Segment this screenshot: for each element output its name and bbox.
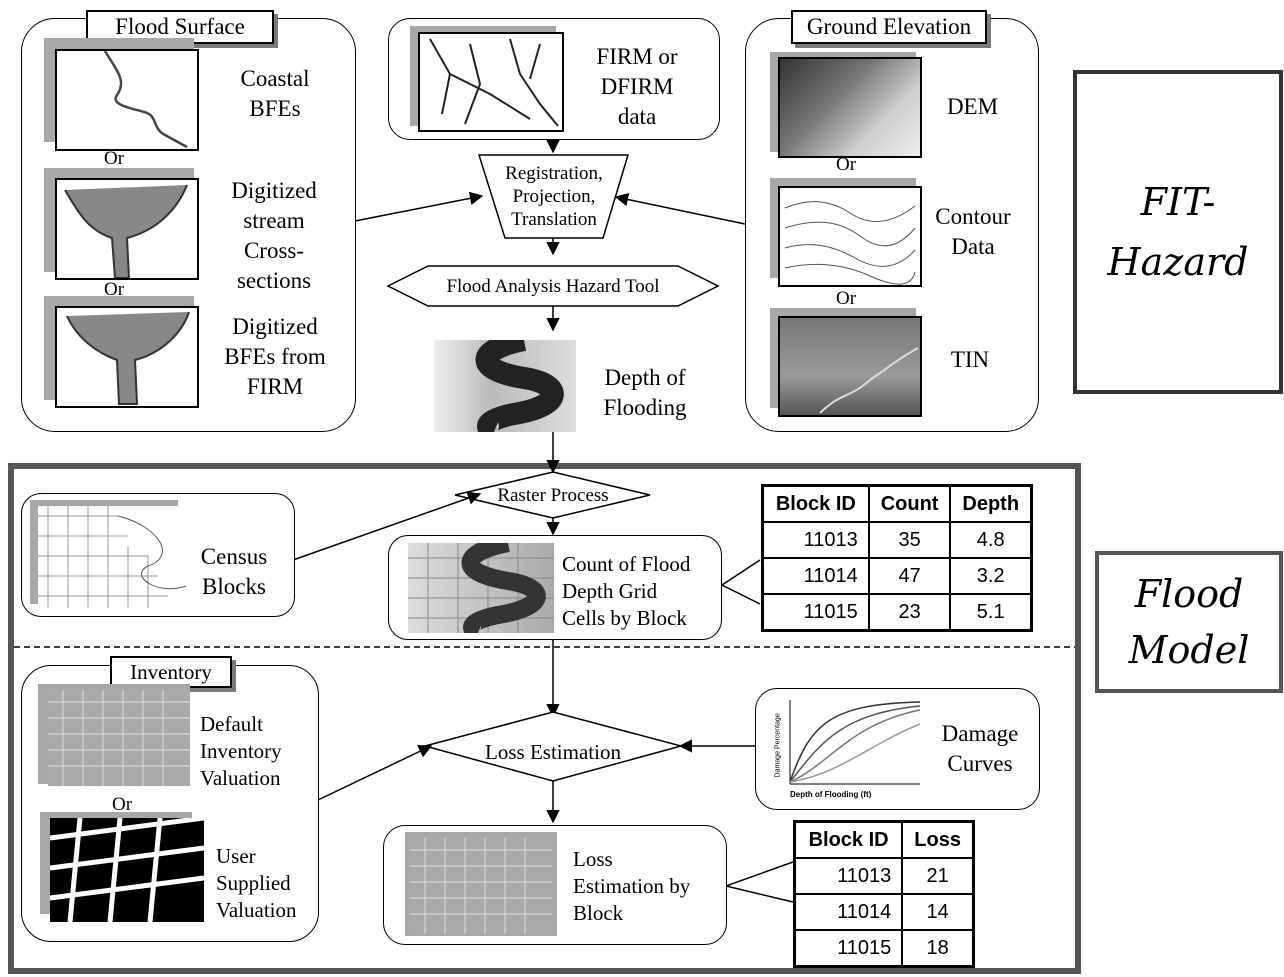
flood-tool-shape — [386, 265, 720, 307]
fit-hazard-label: FIT- Hazard — [1073, 70, 1283, 394]
census-blocks-image — [38, 506, 186, 608]
flood-model-label: Flood Model — [1095, 551, 1283, 693]
default-inventory-image — [48, 690, 190, 786]
count-table: Block ID Count Depth 11013 35 4.8 11014 … — [761, 484, 1033, 632]
table-cell: 11013 — [761, 521, 870, 559]
loss-block-label: Loss Estimation by Block — [573, 847, 691, 925]
dem-label: DEM — [946, 94, 999, 119]
arrow-elevation-to-registration — [614, 192, 746, 225]
loss-table: Block ID Loss 11013 21 11014 14 11015 18 — [793, 820, 975, 968]
table-cell: 11013 — [793, 857, 904, 895]
table-row: 11015 23 5.1 — [761, 593, 1033, 632]
dem-image — [778, 57, 922, 158]
table-cell: 18 — [901, 929, 975, 968]
flood-tool-label: Flood Analysis Hazard Tool — [446, 276, 660, 297]
stream-cross-sections-image — [55, 178, 199, 280]
depth-of-flooding-image — [434, 340, 576, 432]
table-cell: 35 — [867, 521, 952, 559]
table-cell: 11015 — [761, 593, 870, 632]
contour-data-image — [778, 186, 922, 287]
damage-curves-label: Damage Curves — [941, 721, 1019, 776]
or-label-4: Or — [836, 288, 857, 309]
table-cell: 47 — [867, 557, 952, 595]
loss-table-header: Loss — [901, 820, 975, 859]
or-label-3: Or — [836, 154, 857, 175]
census-blocks-label: Census Blocks — [200, 544, 268, 599]
loss-table-callout — [723, 861, 794, 903]
loss-table-header: Block ID — [793, 820, 904, 859]
user-supplied-image — [50, 818, 204, 922]
digitized-bfe-label: Digitized BFEs from FIRM — [224, 314, 326, 399]
arrow-census-to-raster — [292, 491, 482, 561]
ground-elevation-title: Ground Elevation — [791, 10, 987, 44]
raster-process-label: Raster Process — [497, 485, 609, 506]
loss-block-image — [410, 838, 552, 934]
flood-model-frame — [8, 463, 1081, 974]
table-row: 11014 47 3.2 — [761, 557, 1033, 595]
damage-chart-ylabel: Damage Percentage — [774, 713, 782, 778]
arrow-flood-surface-to-registration — [349, 191, 484, 223]
loss-estimation-label: Loss Estimation — [485, 740, 621, 764]
depth-of-flooding-label: Depth of Flooding — [603, 365, 687, 420]
raster-shape — [454, 471, 651, 519]
table-cell: 5.1 — [949, 593, 1033, 632]
table-row: 11013 35 4.8 — [761, 521, 1033, 559]
stream-cross-sections-label: Digitized stream Cross- sections — [231, 178, 317, 293]
count-table-callout — [720, 559, 761, 605]
table-cell: 11015 — [793, 929, 904, 968]
count-table-header: Count — [867, 484, 952, 523]
user-supplied-label: User Supplied Valuation — [216, 844, 297, 922]
table-cell: 3.2 — [949, 557, 1033, 595]
tin-image — [778, 316, 922, 417]
table-cell: 14 — [901, 893, 975, 931]
count-table-header: Block ID — [761, 484, 870, 523]
count-table-header: Depth — [949, 484, 1033, 523]
or-label-5: Or — [112, 794, 133, 815]
table-cell: 21 — [901, 857, 975, 895]
arrow-inventory-to-loss — [317, 745, 433, 801]
count-image — [408, 543, 554, 633]
tin-label: TIN — [950, 347, 990, 372]
coastal-bfe-label: Coastal BFEs — [240, 66, 310, 121]
default-inventory-label: Default Inventory Valuation — [200, 712, 282, 790]
or-label-1: Or — [104, 148, 125, 169]
damage-curves-chart: Damage Percentage Depth of Flooding (ft) — [770, 694, 928, 802]
table-cell: 11014 — [793, 893, 904, 931]
table-row: 11014 14 — [793, 893, 975, 931]
contour-data-label: Contour Data — [935, 204, 1011, 259]
registration-label: Registration, Projection, Translation — [505, 163, 603, 230]
table-cell: 23 — [867, 593, 952, 632]
count-label: Count of Flood Depth Grid Cells by Block — [562, 552, 691, 630]
or-label-2: Or — [104, 279, 125, 300]
firm-data-label: FIRM or DFIRM data — [596, 44, 678, 129]
table-row: 11015 18 — [793, 929, 975, 968]
registration-shape — [477, 154, 630, 239]
table-row: 11013 21 — [793, 857, 975, 895]
table-cell: 4.8 — [949, 521, 1033, 559]
coastal-bfe-image — [55, 49, 199, 151]
table-cell: 11014 — [761, 557, 870, 595]
digitized-bfe-image — [55, 306, 199, 408]
damage-chart-xlabel: Depth of Flooding (ft) — [790, 790, 872, 799]
firm-data-image — [418, 32, 564, 132]
